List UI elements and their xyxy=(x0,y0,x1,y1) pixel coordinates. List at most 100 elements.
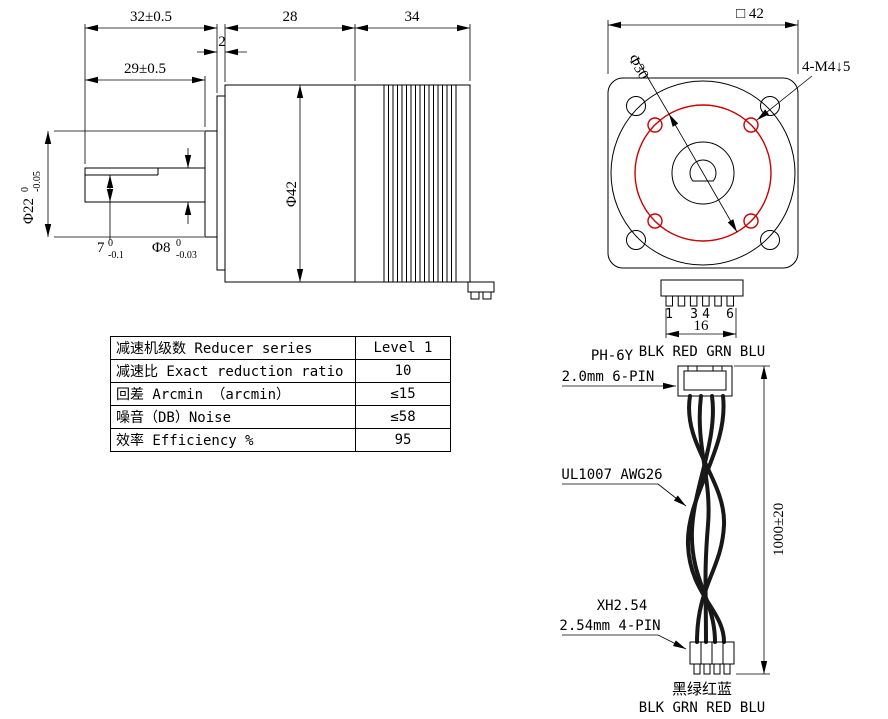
cooling-fins xyxy=(383,85,457,282)
svg-text:-0.1: -0.1 xyxy=(108,250,124,261)
top-connector-spec-label: 2.0mm 6-PIN xyxy=(562,369,655,385)
mounting-flange xyxy=(216,95,226,271)
pilot-boss xyxy=(204,130,218,238)
rear-connector-pin xyxy=(482,291,492,300)
spec-table: 减速机级数 Reducer series Level 1 减速比 Exact r… xyxy=(110,336,451,452)
dim-8-label: Φ8 0 -0.03 xyxy=(152,238,197,261)
top-connector-name-label: PH-6Y xyxy=(591,348,634,364)
bolt-circle-group xyxy=(634,104,772,242)
corner-hole xyxy=(760,230,780,250)
face-connector-pin xyxy=(702,295,710,307)
cable-extension-lines xyxy=(562,365,770,675)
bottom-connector-pin xyxy=(703,663,711,675)
pilot-boss-circle xyxy=(671,141,735,205)
svg-text:Φ22: Φ22 xyxy=(21,198,37,224)
dim-line-dia30-a xyxy=(668,113,704,174)
bottom-connector-name-label: XH2.54 xyxy=(597,598,648,614)
dim-line-dia30-b xyxy=(702,172,738,233)
face-connector-pin xyxy=(677,295,686,307)
rear-connector-pin xyxy=(470,291,480,300)
bottom-connector-cells xyxy=(700,642,724,664)
front-face-outline xyxy=(607,77,799,269)
dim-42-label: Φ42 xyxy=(284,181,300,207)
pin-number: 1 xyxy=(665,307,673,322)
dim-16-label: 16 xyxy=(694,318,710,334)
face-connector-pin xyxy=(665,295,673,307)
bolt-circle xyxy=(634,104,772,242)
dim-7-label: 7 0 -0.1 xyxy=(97,238,124,261)
corner-hole xyxy=(626,96,646,116)
leader-bottom-connector xyxy=(657,634,687,650)
face-square xyxy=(607,77,799,269)
dim-square42-label: □ 42 xyxy=(736,6,764,22)
table-row: 噪音（DB）Noise ≤58 xyxy=(110,405,451,429)
table-row: 效率 Efficiency % 95 xyxy=(110,428,451,452)
top-connector-latch xyxy=(712,365,723,372)
table-row: 减速机级数 Reducer series Level 1 xyxy=(110,336,451,360)
spec-label-cell: 回差 Arcmin （arcmin） xyxy=(110,382,356,406)
wire-bundle xyxy=(685,394,727,644)
svg-text:Φ42: Φ42 xyxy=(284,181,300,207)
leader-m4-holes xyxy=(756,75,813,121)
bottom-connector-pin xyxy=(693,663,701,675)
wire xyxy=(685,394,726,644)
m4-hole xyxy=(743,117,759,133)
leader-wire-spec xyxy=(657,483,687,507)
m4-hole xyxy=(743,213,759,229)
rear-connector xyxy=(467,281,495,293)
svg-text:0: 0 xyxy=(20,187,31,192)
cable-colors-cn-label: 黑绿红蓝 xyxy=(672,680,732,698)
svg-text:1000±20: 1000±20 xyxy=(771,503,787,556)
face-outer-circle xyxy=(610,80,796,266)
svg-text:0: 0 xyxy=(176,238,181,249)
svg-text:Φ8: Φ8 xyxy=(152,240,170,256)
spec-label-cell: 减速比 Exact reduction ratio xyxy=(110,359,356,383)
dim-34-label: 34 xyxy=(405,9,421,25)
spec-value-cell: 95 xyxy=(355,428,451,452)
spec-value-cell: Level 1 xyxy=(355,336,451,360)
spec-label-cell: 噪音（DB）Noise xyxy=(110,405,356,429)
bottom-connector-spec-label: 2.54mm 4-PIN xyxy=(559,618,660,634)
shaft-flat xyxy=(85,168,159,176)
side-dimension-lines xyxy=(44,24,470,282)
motor-body xyxy=(224,84,471,283)
face-connector-pin xyxy=(714,295,722,307)
pin-number: 6 xyxy=(726,307,734,322)
front-extension-lines xyxy=(607,20,799,338)
corner-hole xyxy=(626,230,646,250)
top-connector-body xyxy=(677,365,733,397)
dim-22-label: Φ22 0 -0.05 xyxy=(20,171,43,224)
dim-2-label: 2 xyxy=(218,34,226,50)
face-connector xyxy=(660,279,744,307)
bottom-connector-pin xyxy=(713,663,721,675)
pin-number: 4 xyxy=(702,307,710,322)
output-shaft xyxy=(84,167,206,203)
dim-m4-label: 4-M4↓5 xyxy=(802,59,850,75)
shaft-d-profile xyxy=(689,159,717,182)
dim-29-label: 29±0.5 xyxy=(124,61,166,77)
bottom-connector xyxy=(689,641,735,675)
spec-value-cell: ≤15 xyxy=(355,382,451,406)
bottom-connector-pin xyxy=(723,663,731,675)
front-view: □ 42 Φ30 4-M4↓5 1 3 4 6 16 BLK RED GRN B… xyxy=(607,6,850,360)
cable-leader-lines xyxy=(562,366,768,674)
side-view: 32±0.5 28 34 2 29±0.5 Φ42 Φ22 0 -0.05 7 … xyxy=(20,9,495,300)
svg-text:-0.03: -0.03 xyxy=(176,250,197,261)
top-connector-latch xyxy=(687,365,698,372)
m4-hole xyxy=(647,117,663,133)
side-view-outline xyxy=(84,84,495,300)
dim-1000-label: 1000±20 xyxy=(771,503,787,556)
corner-hole xyxy=(760,96,780,116)
spec-label-cell: 减速机级数 Reducer series xyxy=(110,336,356,360)
side-extension-lines xyxy=(54,24,471,240)
face-connector-pin xyxy=(689,295,698,307)
svg-text:0: 0 xyxy=(108,238,113,249)
face-connector-pin xyxy=(726,295,734,307)
table-row: 回差 Arcmin （arcmin） ≤15 xyxy=(110,382,451,406)
table-row: 减速比 Exact reduction ratio 10 xyxy=(110,359,451,383)
spec-label-cell: 效率 Efficiency % xyxy=(110,428,356,452)
svg-text:-0.05: -0.05 xyxy=(32,171,43,192)
m4-hole xyxy=(647,213,663,229)
